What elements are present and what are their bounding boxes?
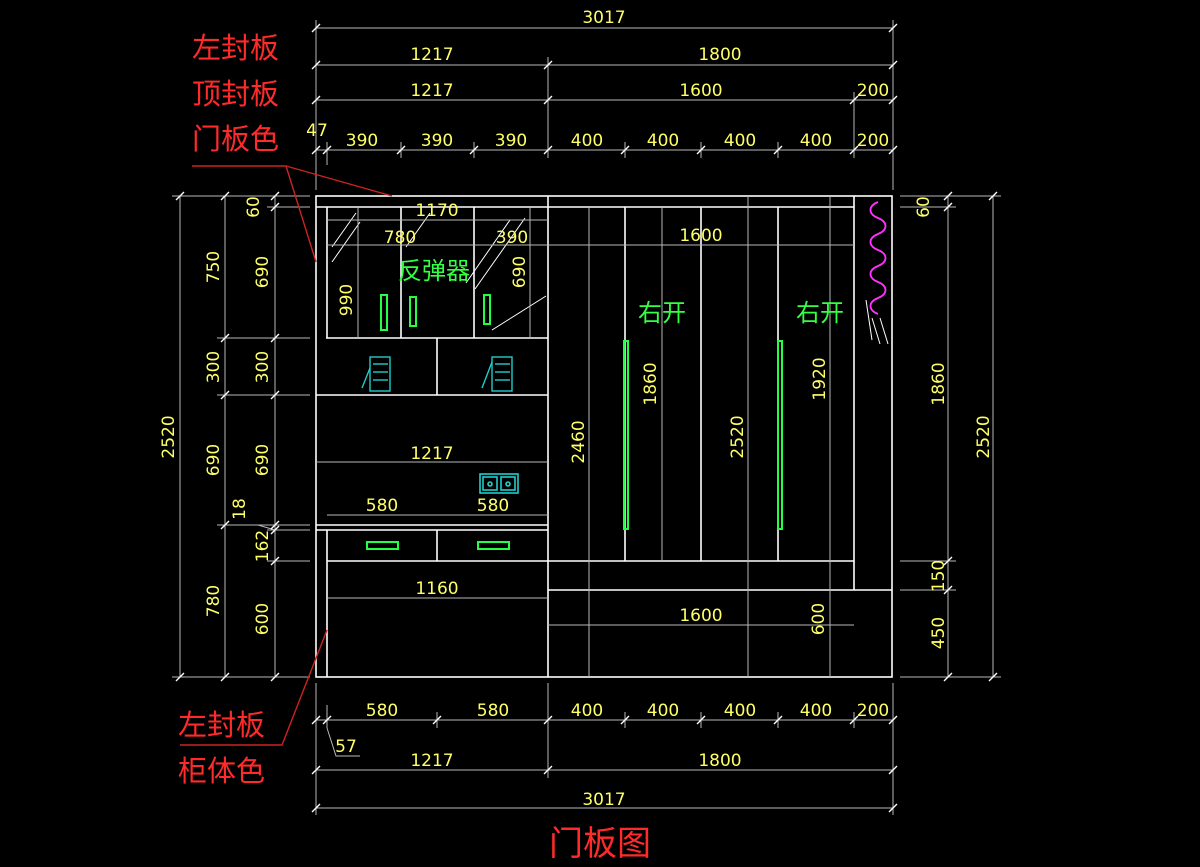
dim-top4: 200 — [857, 131, 889, 151]
dim-inner-390: 390 — [496, 228, 528, 248]
dim-bottom1: 580 — [477, 701, 509, 721]
dim-inner-1170: 1170 — [415, 201, 458, 221]
dim-inner-1920: 1920 — [810, 357, 830, 400]
cabinet-outer — [315, 195, 893, 678]
dim-top4: 390 — [421, 131, 453, 151]
dim-bottom2-right: 1800 — [698, 751, 741, 771]
spring-icon — [865, 201, 889, 345]
dim-left-gap: 18 — [230, 498, 250, 520]
dim-top4: 390 — [495, 131, 527, 151]
glass-hatching — [331, 212, 547, 331]
dim-inner-1600-bot: 1600 — [679, 606, 722, 626]
dimension-lines — [172, 20, 1001, 815]
glass-line — [405, 212, 431, 248]
dim-top3-right: 200 — [857, 81, 889, 101]
dim-bottom1: 200 — [857, 701, 889, 721]
handle-upper-2 — [409, 296, 417, 327]
handles — [366, 294, 783, 550]
leader-top-panel — [285, 165, 393, 197]
handle-upper-1 — [380, 294, 388, 331]
dim-bottom1: 400 — [724, 701, 756, 721]
dim-top-offset: 47 — [306, 121, 328, 141]
glass-line — [331, 221, 361, 263]
dim-top4: 400 — [647, 131, 679, 151]
dim-top3-left: 1217 — [410, 81, 453, 101]
handle-wardrobe-1 — [623, 340, 629, 530]
leader-lines — [180, 165, 393, 746]
handle-upper-3 — [483, 294, 491, 325]
handle-drawer-2 — [477, 541, 510, 550]
dim-inner-1600-top: 1600 — [679, 226, 722, 246]
dim-bottom1: 580 — [366, 701, 398, 721]
label-top-panel: 顶封板 — [192, 77, 279, 111]
label-rebounder: 反弹器 — [398, 257, 470, 285]
dim-right-a: 60 — [914, 196, 934, 218]
dim-top-total: 3017 — [582, 8, 625, 28]
dim-right-total: 2520 — [974, 415, 994, 458]
dim-top4: 390 — [346, 131, 378, 151]
handle-drawer-1 — [366, 541, 399, 550]
glass-line — [331, 212, 357, 248]
dim-left-b: 690 — [253, 256, 273, 288]
dim-inner-1217: 1217 — [410, 444, 453, 464]
dim-inner-600: 600 — [809, 603, 829, 635]
dim-top3-mid: 1600 — [679, 81, 722, 101]
dim-top4: 400 — [724, 131, 756, 151]
dim-inner-690: 690 — [510, 256, 530, 288]
drawing-title: 门板图 — [549, 824, 651, 864]
dim-left-a: 690 — [204, 444, 224, 476]
dim-left-b: 600 — [253, 603, 273, 635]
dim-right-a: 150 — [929, 560, 949, 592]
dim-bottom-offset: 57 — [335, 737, 357, 757]
dim-bottom1: 400 — [647, 701, 679, 721]
dim-left-a: 750 — [204, 251, 224, 283]
dim-bottom1: 400 — [800, 701, 832, 721]
socket-icon — [479, 473, 519, 494]
dim-top4: 400 — [800, 131, 832, 151]
dim-inner-580-b: 580 — [477, 496, 509, 516]
dim-top-right: 1800 — [698, 45, 741, 65]
label-cabinet-color: 柜体色 — [178, 754, 265, 788]
dim-right-a: 1860 — [929, 362, 949, 405]
dim-inner-580-a: 580 — [366, 496, 398, 516]
dim-bottom1: 400 — [571, 701, 603, 721]
label-right-open-1: 右开 — [638, 299, 686, 327]
dimension-ticks — [175, 23, 998, 813]
glass-line — [474, 217, 526, 290]
label-right-open-2: 右开 — [796, 299, 844, 327]
dim-left-b: 60 — [244, 196, 264, 218]
dim-left-a: 300 — [204, 351, 224, 383]
dim-left-total: 2520 — [159, 415, 179, 458]
dim-left-b: 162 — [253, 530, 273, 562]
dim-left-a: 780 — [204, 585, 224, 617]
dim-inner-1860: 1860 — [641, 362, 661, 405]
dim-bottom2-left: 1217 — [410, 751, 453, 771]
handle-wardrobe-2 — [777, 340, 783, 530]
dim-top-left: 1217 — [410, 45, 453, 65]
glass-line — [465, 219, 511, 284]
book-icon — [481, 356, 513, 392]
dim-left-b: 690 — [253, 444, 273, 476]
dim-inner-2460: 2460 — [569, 420, 589, 463]
label-left-panel-bottom: 左封板 — [178, 708, 265, 742]
dim-inner-780: 780 — [384, 228, 416, 248]
dim-right-a: 450 — [929, 617, 949, 649]
dim-inner-990: 990 — [337, 284, 357, 316]
dim-top4: 400 — [571, 131, 603, 151]
book-icon — [361, 356, 391, 392]
glass-line — [491, 295, 547, 331]
dim-inner-2520: 2520 — [728, 415, 748, 458]
dim-bottom-total: 3017 — [582, 790, 625, 810]
label-left-panel: 左封板 — [192, 31, 279, 65]
label-door-color: 门板色 — [192, 122, 279, 156]
dim-left-b: 300 — [253, 351, 273, 383]
leader-bottom — [180, 629, 328, 746]
dim-inner-1160: 1160 — [415, 579, 458, 599]
